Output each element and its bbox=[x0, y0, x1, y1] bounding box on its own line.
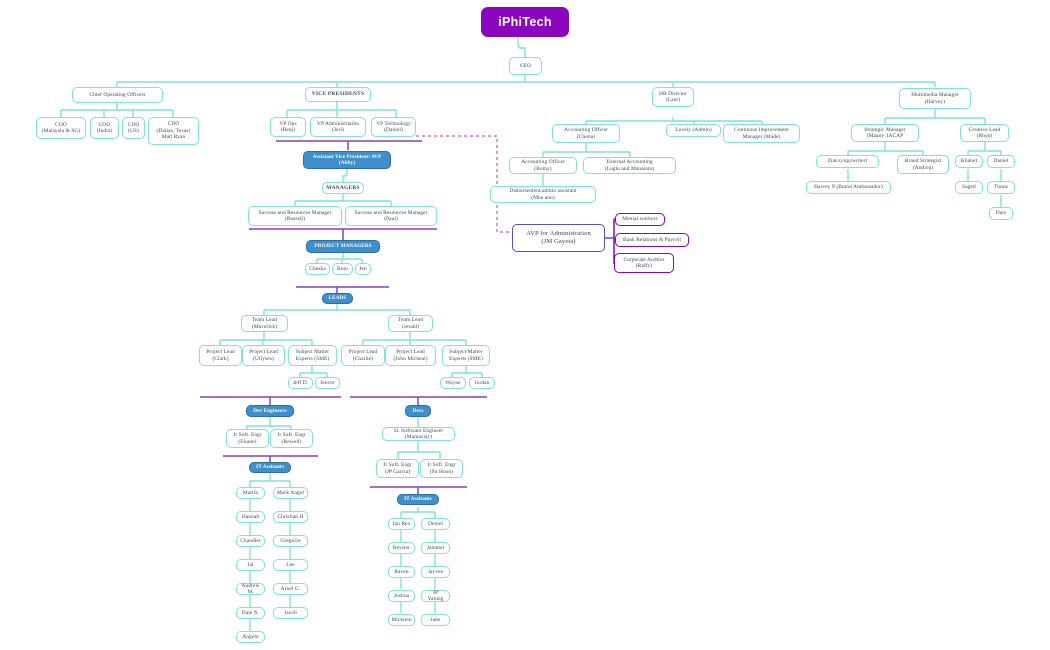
node-sme-jeff[interactable]: Jeff D. bbox=[288, 377, 313, 389]
it-assistant-node[interactable]: Mark Angel bbox=[273, 487, 308, 499]
node-vice-presidents[interactable]: VICE PRESIDENTS bbox=[305, 87, 371, 102]
node-project-lead-ullyses[interactable]: Project Lead (Ullyses) bbox=[242, 345, 285, 366]
node-srm-paul[interactable]: Success and Resources Manager (Paul) bbox=[345, 206, 437, 226]
node-jse-jp-garcia[interactable]: Jr Soft. Engr (JP Garcia) bbox=[376, 459, 419, 478]
node-accounting-officer-chona[interactable]: Accounting Officer (Chona) bbox=[552, 124, 620, 143]
it-assistant-node[interactable]: Gregorio bbox=[273, 535, 308, 547]
it-assistant-node[interactable]: Micklein bbox=[388, 614, 415, 626]
it-assistant-node[interactable]: Ian Rex bbox=[388, 518, 415, 530]
it-assistant-node[interactable]: Jake bbox=[421, 614, 450, 626]
it-assistant-node[interactable]: Jai bbox=[236, 559, 265, 571]
node-avp-administration[interactable]: AVP for Administration (JM Gayeta) bbox=[512, 224, 605, 252]
node-pm-boni[interactable]: Boni bbox=[332, 263, 353, 275]
node-bank-relations-payroll[interactable]: Bank Relations & Payroll bbox=[615, 233, 689, 247]
node-avp[interactable]: Assistant Vice President/ AVP (Abby) bbox=[303, 151, 391, 169]
node-srm-russell[interactable]: Success and Resources Manager (Russell) bbox=[248, 206, 342, 226]
node-lovely-admin[interactable]: Lovely (Admin) bbox=[666, 124, 721, 137]
node-project-lead-charlie[interactable]: Project Lead (Charlie) bbox=[341, 345, 385, 366]
node-sme-left[interactable]: Subject Matter Experts (SME) bbox=[288, 345, 337, 366]
node-leads[interactable]: LEADS bbox=[322, 293, 353, 304]
node-thonz[interactable]: Thonz bbox=[987, 181, 1015, 194]
node-sme-jordan[interactable]: Jordan bbox=[469, 377, 495, 389]
node-saged[interactable]: Saged bbox=[955, 181, 983, 194]
node-zian-copywriter[interactable]: Zian (copywriter) bbox=[816, 155, 879, 168]
it-assistant-node[interactable]: Deniel bbox=[421, 518, 450, 530]
node-managers[interactable]: MANAGERS bbox=[322, 182, 364, 194]
it-assistant-node[interactable]: Arnel G. bbox=[273, 583, 308, 595]
node-devs[interactable]: Devs bbox=[405, 405, 431, 417]
it-assistant-node[interactable]: Joshua bbox=[388, 590, 415, 602]
it-assistant-node[interactable]: Jacob bbox=[273, 607, 308, 619]
node-harvey-p[interactable]: Harvey P (Brand Ambassador) bbox=[806, 181, 891, 194]
node-creative-lead[interactable]: Creative Lead (Rhyn) bbox=[960, 124, 1009, 142]
node-jse-eliane[interactable]: Jr Soft. Engr (Eliane) bbox=[226, 429, 269, 448]
node-team-lead-jerald[interactable]: Team Lead (Jerald) bbox=[388, 315, 433, 332]
node-khaled[interactable]: Khaled bbox=[955, 155, 983, 168]
node-menial-workers[interactable]: Menial workers bbox=[615, 213, 665, 226]
it-assistant-node[interactable]: Christian H bbox=[273, 511, 308, 523]
node-dars[interactable]: Dars bbox=[989, 207, 1013, 220]
it-assistant-node[interactable]: Reyster bbox=[388, 542, 415, 554]
node-cdo-us[interactable]: CDO (US) bbox=[122, 117, 145, 139]
it-assistant-node[interactable]: Martin bbox=[236, 487, 265, 499]
node-project-managers[interactable]: PROJECT MANAGERS bbox=[306, 240, 380, 253]
node-sme-wayne[interactable]: Wayne bbox=[440, 377, 466, 389]
node-strategic-manager[interactable]: Strategic Manager (Maan)- IACAP bbox=[851, 124, 919, 142]
it-assistant-node[interactable]: Hannah bbox=[236, 511, 265, 523]
node-brand[interactable]: iPhiTech bbox=[481, 7, 569, 37]
node-project-lead-john-micheal[interactable]: Project Lead (John Micheal) bbox=[385, 345, 436, 366]
node-coo-group[interactable]: Chief Operating Officers bbox=[72, 87, 163, 103]
node-brand-strategist[interactable]: Brand Strategist (Andrea) bbox=[897, 155, 949, 174]
node-cdo-dallas[interactable]: CDO (Dallas, Texas) Matt Ryan bbox=[148, 117, 199, 145]
it-assistant-node[interactable]: Lee bbox=[273, 559, 308, 571]
node-multimedia-manager[interactable]: Multimedia Manager (Harvey) bbox=[899, 88, 971, 109]
node-project-lead-clark[interactable]: Project Lead (Clark) bbox=[199, 345, 242, 366]
node-disbursement-assistant[interactable]: Disbursement/admin assistant (Mhe ann) bbox=[490, 186, 596, 203]
node-team-lead-maverick[interactable]: Team Lead (Maverick) bbox=[241, 315, 288, 332]
node-sr-software-engineer[interactable]: Sr. Software Engineer (Mamaclay) bbox=[382, 427, 455, 441]
node-hr-director[interactable]: HR Director (Laur) bbox=[652, 87, 694, 107]
it-assistant-node[interactable]: Andrew M. bbox=[236, 583, 265, 595]
node-sme-jenver[interactable]: Jenver bbox=[315, 377, 340, 389]
node-sme-right[interactable]: Subject Matter Experts (SME) bbox=[442, 345, 490, 366]
node-pm-jen[interactable]: Jen bbox=[355, 263, 371, 275]
it-assistant-node[interactable]: Angelo bbox=[236, 631, 265, 643]
it-assistant-node[interactable]: Chandler bbox=[236, 535, 265, 547]
node-external-accounting[interactable]: External Accounting (Lugtu and Manaloto) bbox=[583, 157, 676, 174]
it-assistant-node[interactable]: Dale N. bbox=[236, 607, 265, 619]
node-daniel[interactable]: Daniel bbox=[987, 155, 1015, 168]
node-accounting-officer-romy[interactable]: Accounting Officer (Romy) bbox=[509, 157, 577, 174]
it-assistant-node[interactable]: Jayvee bbox=[421, 566, 450, 578]
it-assistant-node[interactable]: JP Yalung bbox=[421, 590, 450, 602]
node-jse-su-hoon[interactable]: Jr Soft. Engr (Su Hoon) bbox=[420, 459, 463, 478]
it-assistant-node[interactable]: Raven bbox=[388, 566, 415, 578]
node-coo-malaysia[interactable]: COO (Malaysia & SG) bbox=[36, 117, 86, 139]
node-it-assistants-right[interactable]: IT Assitants bbox=[397, 494, 439, 505]
node-vp-ops[interactable]: VP Ops (Benj) bbox=[270, 117, 306, 137]
node-coo-india[interactable]: COO (India) bbox=[90, 117, 119, 139]
node-pm-cheska[interactable]: Cheska bbox=[305, 263, 330, 275]
node-corporate-auditor[interactable]: Corporate Auditor (Raffy) bbox=[614, 253, 674, 273]
node-dev-engineers[interactable]: Dev Engineers bbox=[246, 405, 294, 417]
node-it-assistants-left[interactable]: IT Assitants bbox=[249, 462, 291, 473]
node-ceo[interactable]: CEO bbox=[509, 57, 542, 75]
node-jse-rowell[interactable]: Jr Soft. Engr (Rowell) bbox=[270, 429, 313, 448]
it-assistant-node[interactable]: Jammel bbox=[421, 542, 450, 554]
node-vp-technology[interactable]: VP Technology (Daniel) bbox=[371, 117, 416, 137]
node-vp-administration[interactable]: VP Administration (Jeri) bbox=[310, 117, 366, 137]
node-cim-made[interactable]: Continous Improvement Manager (Made) bbox=[723, 124, 800, 143]
